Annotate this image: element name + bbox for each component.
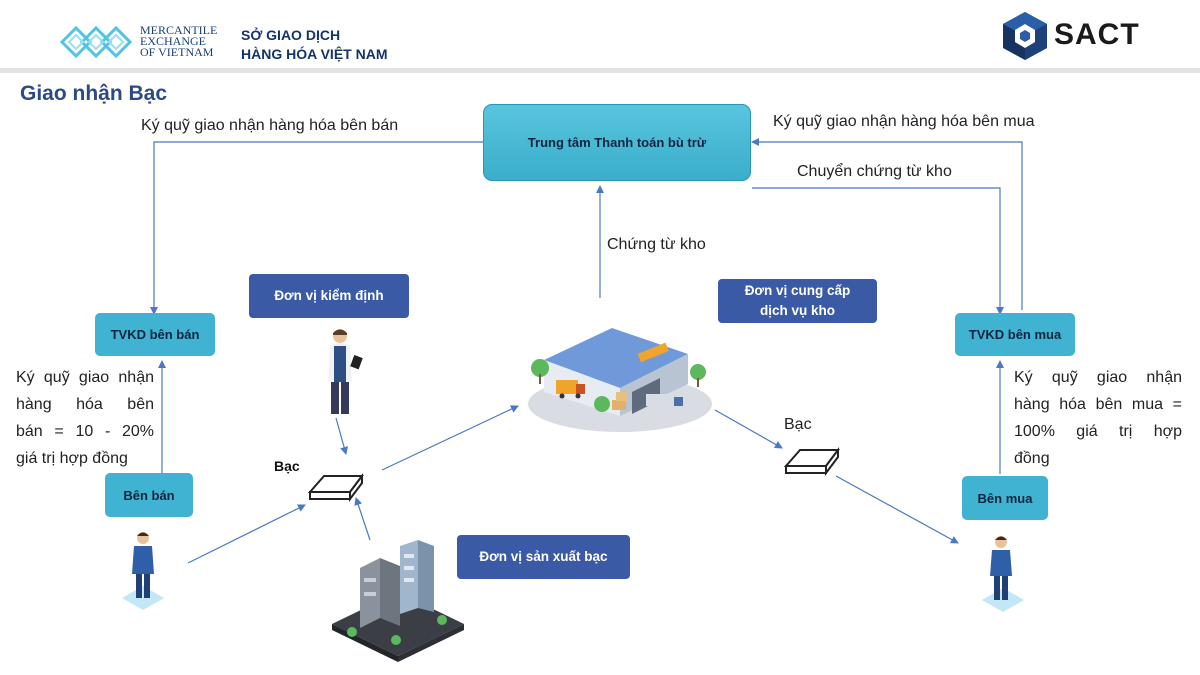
silver-bar-left-icon bbox=[307, 473, 364, 502]
warehouse-provider-node: Đơn vị cung cấp dịch vụ kho bbox=[718, 279, 877, 323]
buyer-deposit-note: Ký quỹ giao nhận hàng hóa bên mua = 100%… bbox=[1014, 364, 1182, 472]
clearing-center-label: Trung tâm Thanh toán bù trừ bbox=[527, 135, 707, 150]
tvkd-seller-label: TVKD bên bán bbox=[110, 327, 200, 342]
seller-label: Bên bán bbox=[123, 487, 175, 503]
exchange-name: SỞ GIAO DỊCH HÀNG HÓA VIỆT NAM bbox=[241, 26, 387, 64]
mxv-logo-icon bbox=[60, 25, 133, 59]
mxv-line-3: OF VIETNAM bbox=[140, 45, 214, 59]
seller-deposit-label: Ký quỹ giao nhận hàng hóa bên bán bbox=[141, 117, 399, 134]
mxv-line-1: MERCANTILE bbox=[140, 23, 218, 37]
arrow-warehouse-to-silver bbox=[714, 409, 783, 449]
arrow-inspector-to-silver bbox=[335, 417, 348, 455]
buyer-label: Bên mua bbox=[977, 490, 1033, 506]
arrow-center-to-tvkd-seller bbox=[150, 141, 484, 315]
seller-node: Bên bán bbox=[105, 473, 193, 517]
clearing-center-node: Trung tâm Thanh toán bù trừ bbox=[483, 104, 751, 181]
buyer-note-line-4: đồng bbox=[1014, 450, 1050, 467]
factory-building-icon bbox=[332, 540, 464, 662]
seller-note-line-2: hàng hóa bên bbox=[16, 396, 154, 413]
mxv-line-2: EXCHANGE bbox=[140, 34, 206, 48]
arrow-silver-to-warehouse bbox=[381, 405, 519, 471]
buyer-note-line-2: hàng hóa bên mua = bbox=[1014, 396, 1182, 413]
buyer-person-icon bbox=[982, 536, 1024, 612]
arrow-silver-to-buyer bbox=[835, 475, 959, 544]
mxv-wordmark: MERCANTILE EXCHANGE OF VIETNAM bbox=[140, 23, 218, 59]
warehouse-receipt-label: Chứng từ kho bbox=[607, 236, 706, 253]
exchange-name-line-1: SỞ GIAO DỊCH bbox=[241, 27, 341, 43]
seller-person-icon bbox=[122, 532, 164, 610]
warehouse-provider-label-1: Đơn vị cung cấp bbox=[744, 283, 851, 298]
header-divider bbox=[0, 68, 1200, 73]
sact-logo-icon bbox=[1003, 12, 1047, 60]
header-bar: MERCANTILE EXCHANGE OF VIETNAM SỞ GIAO D… bbox=[0, 0, 1200, 68]
inspector-person-icon bbox=[328, 329, 363, 414]
buyer-deposit-label: Ký quỹ giao nhận hàng hóa bên mua bbox=[773, 113, 1035, 130]
warehouse-provider-label-2: dịch vụ kho bbox=[759, 303, 835, 318]
silver-producer-node: Đơn vị sản xuất bạc bbox=[457, 535, 630, 579]
arrow-producer-to-silver bbox=[354, 497, 371, 541]
silver-label-left: Bạc bbox=[274, 458, 300, 474]
tvkd-buyer-label: TVKD bên mua bbox=[968, 327, 1062, 342]
tvkd-buyer-node: TVKD bên mua bbox=[955, 313, 1075, 356]
seller-note-line-4: giá trị hợp đồng bbox=[16, 450, 128, 467]
sact-wordmark: SACT bbox=[1054, 18, 1140, 51]
seller-note-line-3: bán = 10 - 20% bbox=[16, 423, 154, 440]
arrow-center-to-tvkd-buyer bbox=[752, 187, 1004, 315]
exchange-name-line-2: HÀNG HÓA VIỆT NAM bbox=[241, 46, 388, 62]
buyer-node: Bên mua bbox=[962, 476, 1048, 520]
seller-deposit-note: Ký quỹ giao nhận hàng hóa bên bán = 10 -… bbox=[16, 364, 154, 472]
buyer-note-line-3: 100% giá trị hợp bbox=[1014, 423, 1182, 440]
tvkd-seller-node: TVKD bên bán bbox=[95, 313, 215, 356]
inspection-unit-node: Đơn vị kiểm định bbox=[249, 274, 409, 318]
warehouse-icon bbox=[528, 328, 712, 432]
arrow-seller-to-silver bbox=[187, 504, 306, 564]
seller-note-line-1: Ký quỹ giao nhận bbox=[16, 369, 154, 386]
arrow-tvkd-buyer-to-center bbox=[751, 138, 1023, 310]
inspection-unit-label: Đơn vị kiểm định bbox=[274, 288, 384, 303]
page-title: Giao nhận Bạc bbox=[20, 82, 168, 105]
silver-label-right: Bạc bbox=[784, 416, 812, 433]
silver-bar-right-icon bbox=[783, 447, 840, 476]
silver-producer-label: Đơn vị sản xuất bạc bbox=[479, 549, 608, 564]
transfer-receipt-label: Chuyển chứng từ kho bbox=[797, 163, 952, 180]
buyer-note-line-1: Ký quỹ giao nhận bbox=[1014, 369, 1182, 386]
